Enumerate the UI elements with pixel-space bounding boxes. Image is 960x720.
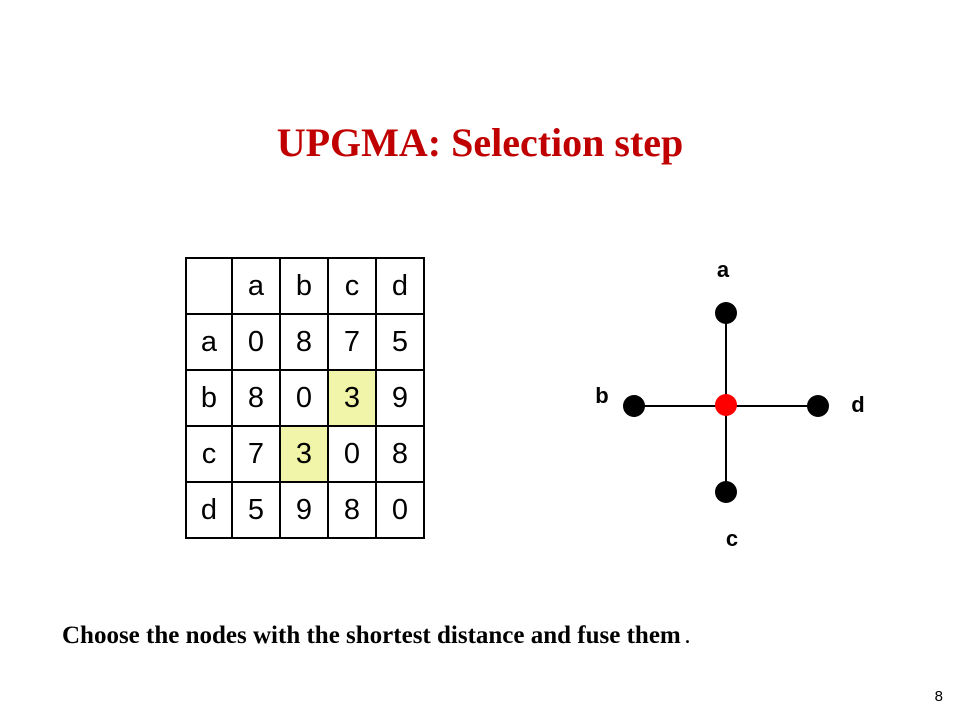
matrix-cell: 0 <box>231 313 281 371</box>
matrix-col-header-a: a <box>231 257 281 315</box>
matrix-header-row: a b c d <box>185 257 425 315</box>
matrix-cell-highlighted: 3 <box>327 369 377 427</box>
matrix-cell: 8 <box>279 313 329 371</box>
matrix-row-b: b 8 0 3 9 <box>185 369 425 427</box>
matrix-cell: 7 <box>231 425 281 483</box>
leaf-node-b <box>623 395 645 417</box>
leaf-label-d: d <box>851 392 864 417</box>
matrix-corner-cell <box>185 257 233 315</box>
leaf-node-c <box>715 481 737 503</box>
slide-title: UPGMA: Selection step <box>276 120 684 165</box>
matrix-cell: 9 <box>375 369 425 427</box>
matrix-row-header: a <box>185 313 233 371</box>
leaf-node-a <box>715 302 737 324</box>
matrix-row-d: d 5 9 8 0 <box>185 481 425 539</box>
matrix-col-header-b: b <box>279 257 329 315</box>
matrix-row-header: d <box>185 481 233 539</box>
distance-matrix: a b c d a 0 8 7 5 b 8 0 3 9 c 7 3 0 8 d … <box>185 257 425 539</box>
leaf-label-b: b <box>595 383 608 408</box>
matrix-row-c: c 7 3 0 8 <box>185 425 425 483</box>
matrix-cell: 5 <box>231 481 281 539</box>
matrix-cell: 7 <box>327 313 377 371</box>
instruction-sentence: Choose the nodes with the shortest dista… <box>62 622 681 649</box>
star-tree-diagram: a b d c <box>595 257 864 551</box>
center-node <box>715 394 737 416</box>
instruction-period: . <box>680 627 690 647</box>
leaf-node-d <box>807 395 829 417</box>
matrix-col-header-c: c <box>327 257 377 315</box>
matrix-cell: 5 <box>375 313 425 371</box>
leaf-label-c: c <box>726 526 738 551</box>
instruction-text: Choose the nodes with the shortest dista… <box>62 618 690 655</box>
matrix-cell-highlighted: 3 <box>279 425 329 483</box>
matrix-col-header-d: d <box>375 257 425 315</box>
matrix-cell: 8 <box>327 481 377 539</box>
matrix-row-header: c <box>185 425 233 483</box>
matrix-row-header: b <box>185 369 233 427</box>
matrix-cell: 0 <box>375 481 425 539</box>
matrix-cell: 9 <box>279 481 329 539</box>
matrix-cell: 0 <box>279 369 329 427</box>
matrix-row-a: a 0 8 7 5 <box>185 313 425 371</box>
matrix-cell: 0 <box>327 425 377 483</box>
matrix-cell: 8 <box>375 425 425 483</box>
leaf-label-a: a <box>717 257 730 282</box>
page-number: 8 <box>934 688 943 705</box>
matrix-cell: 8 <box>231 369 281 427</box>
